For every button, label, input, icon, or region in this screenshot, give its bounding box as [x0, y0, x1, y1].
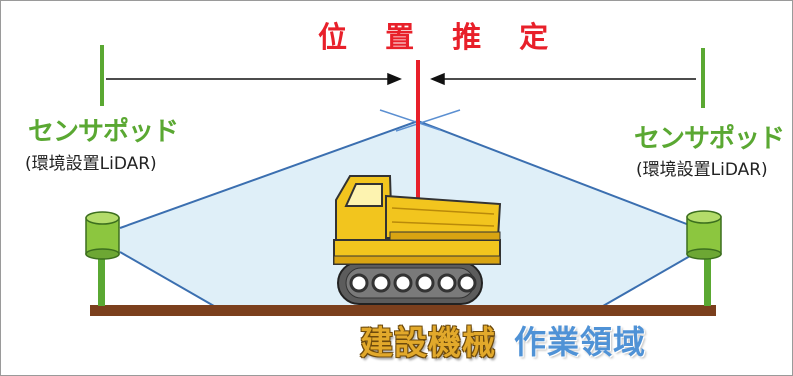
right-sensor-pod-label: センサポッド [634, 124, 785, 154]
left-sensor-pod-sublabel: (環境設置LiDAR) [25, 154, 157, 174]
left-sensor-beams [119, 120, 419, 307]
left-sensor-marker [100, 45, 104, 106]
left-distance-arrow [106, 72, 402, 86]
construction-machine-icon [333, 175, 502, 305]
right-distance-arrow [430, 72, 696, 86]
right-sensor-beams [417, 120, 698, 307]
right-sensor-pod-sublabel: (環境設置LiDAR) [636, 160, 768, 180]
left-sensor-pod-label: センサポッド [28, 117, 179, 147]
position-estimation-title: 位 置 推 定 [318, 20, 563, 54]
left-sensor-pod [85, 211, 120, 306]
work-area-label: 作業領域 [514, 323, 647, 361]
right-sensor-pod [686, 210, 722, 306]
position-estimate-line [416, 60, 420, 241]
ground-bar [90, 305, 716, 316]
right-sensor-marker [701, 48, 705, 108]
crossing-beam-lines [379, 109, 461, 132]
construction-machine-label: 建設機械 [360, 323, 496, 362]
